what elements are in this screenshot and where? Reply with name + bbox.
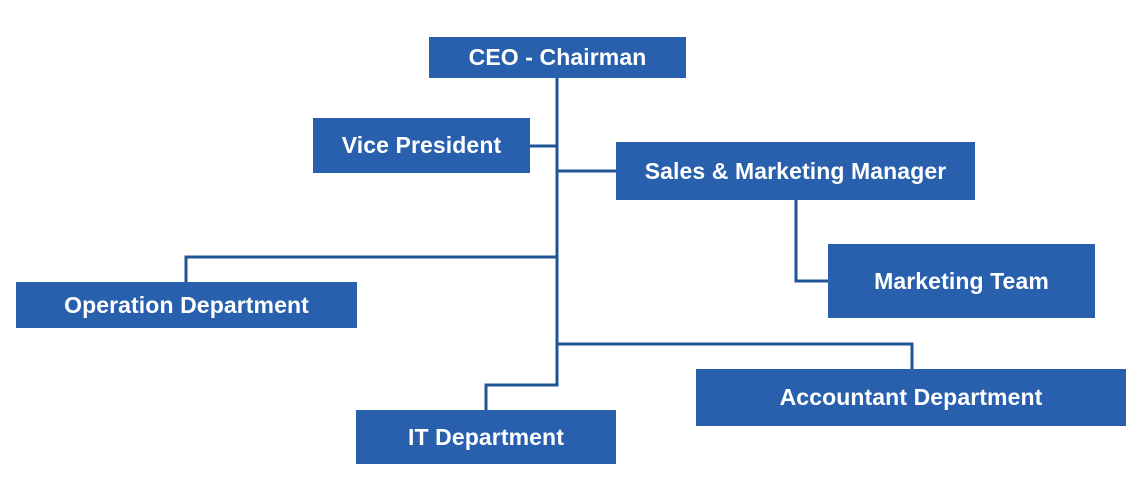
- node-sales-marketing-manager: Sales & Marketing Manager: [616, 142, 975, 200]
- node-it-department-label: IT Department: [408, 423, 564, 450]
- node-operation-department: Operation Department: [16, 282, 357, 328]
- marketing-team-connector: [794, 198, 830, 283]
- node-ceo-chairman: CEO - Chairman: [429, 37, 686, 78]
- node-marketing-team-label: Marketing Team: [874, 267, 1049, 294]
- node-accountant-department-label: Accountant Department: [779, 384, 1043, 410]
- node-vice-president-label: Vice President: [341, 132, 502, 158]
- node-sales-marketing-manager-label: Sales & Marketing Manager: [644, 157, 947, 184]
- operation-connector: [184, 255, 559, 284]
- node-vice-president: Vice President: [313, 118, 530, 173]
- node-accountant-department: Accountant Department: [696, 369, 1126, 426]
- it-connector: [484, 383, 559, 412]
- node-operation-department-label: Operation Department: [64, 291, 309, 318]
- accountant-connector: [555, 342, 914, 371]
- node-marketing-team: Marketing Team: [828, 244, 1095, 318]
- node-it-department: IT Department: [356, 410, 616, 464]
- node-ceo-chairman-label: CEO - Chairman: [468, 44, 647, 70]
